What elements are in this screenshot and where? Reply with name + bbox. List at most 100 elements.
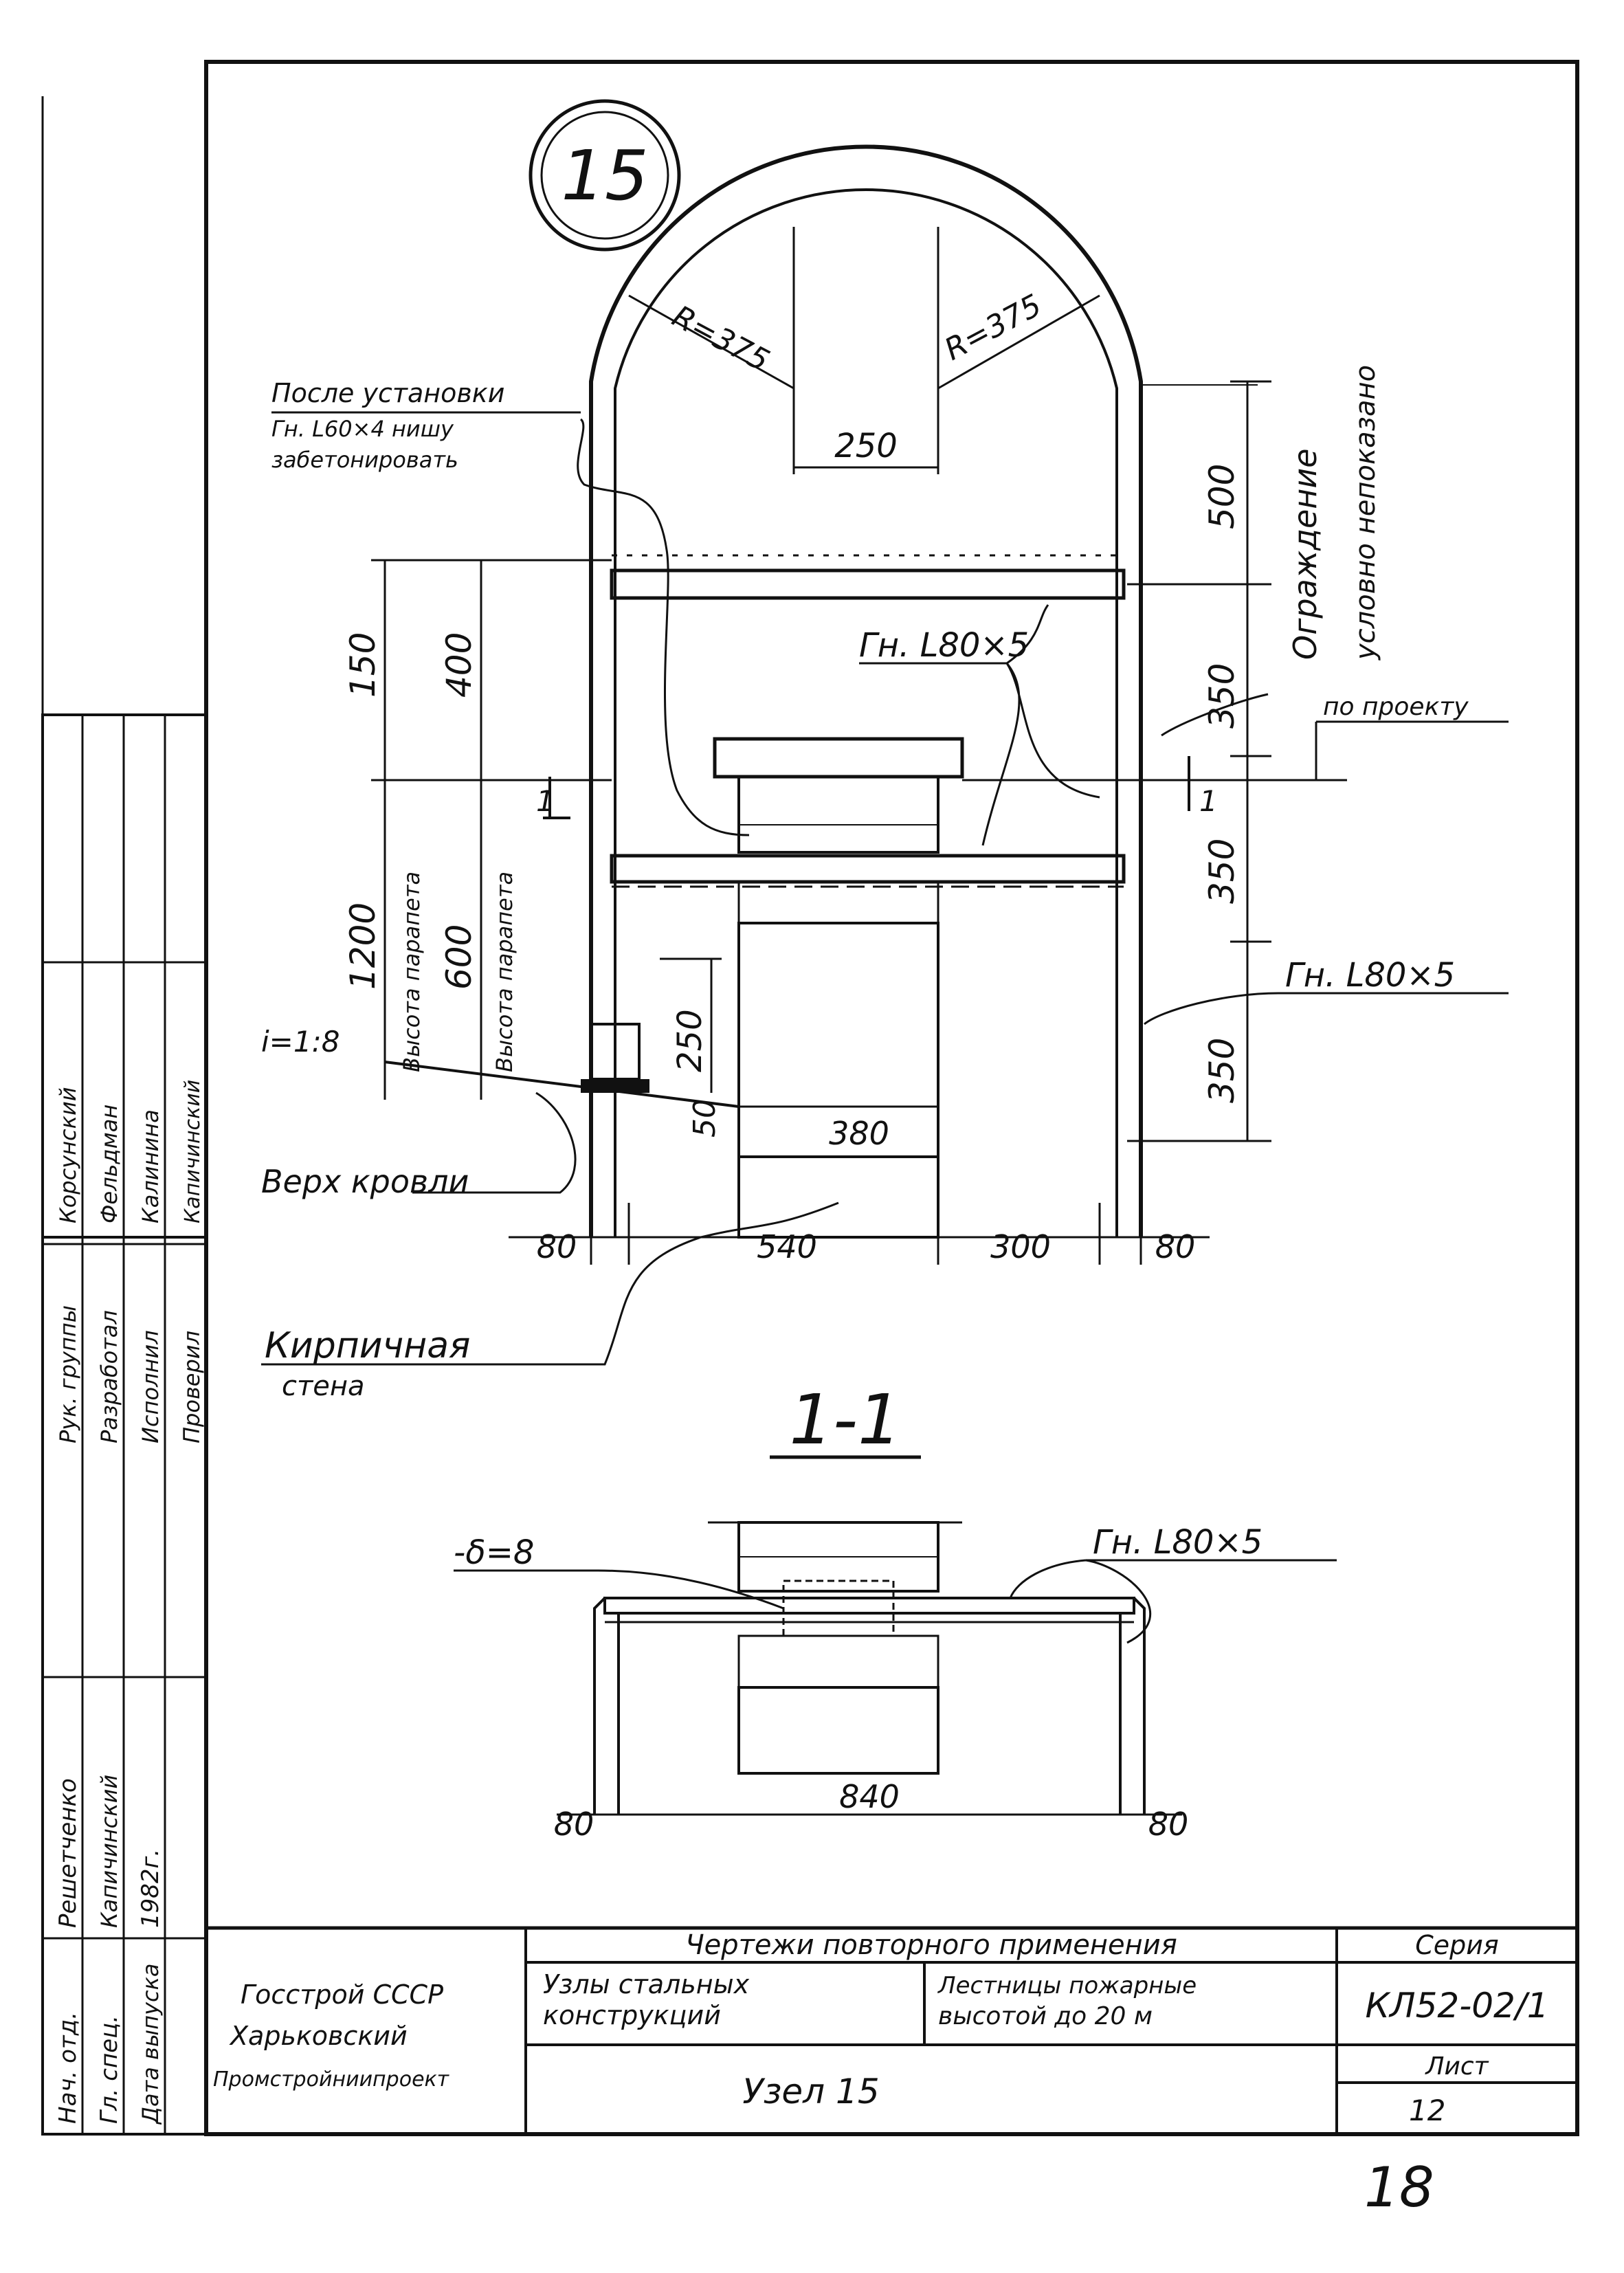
lower-rung — [610, 854, 1126, 884]
section-dim-80-left: 80 — [554, 1806, 594, 1843]
section-dim-840: 840 — [839, 1778, 900, 1815]
section-title: 1-1 — [789, 1379, 901, 1460]
section-wall-top-concrete — [738, 1556, 939, 1592]
angle-right-label: Гн. L80×5 — [1285, 956, 1455, 995]
title-header: Чертежи повторного применения — [685, 1929, 1177, 1961]
ladder-rail-inner — [614, 188, 1118, 1237]
stamp-role-3: Дата выпуска — [137, 1963, 164, 2125]
note-line-3: забетонировать — [271, 447, 458, 473]
fence-label-1: Ограждение — [1287, 448, 1324, 660]
dim-wall-380: 380 — [829, 1115, 889, 1152]
stamp-role-2: Гл. спец. — [96, 2015, 123, 2124]
section-angle-leader — [1009, 1559, 1152, 1644]
parapet-height-2: Высота парапета — [491, 872, 518, 1072]
node-marker-circle-inner — [540, 111, 669, 240]
stamp-name-5: Фельдман — [96, 1105, 122, 1223]
node-title: Узел 15 — [742, 2072, 879, 2111]
stamp-role-7: Проверил — [179, 1331, 205, 1443]
dim-inner-50: 50 — [687, 1099, 722, 1138]
org-line-2: Харьковский — [229, 2021, 408, 2051]
title-block-frame — [204, 1926, 1579, 2136]
section-angle-bar — [603, 1597, 1135, 1615]
org-line-1: Госстрой СССР — [241, 1980, 443, 2010]
subject-line-2: высотой до 20 м — [938, 2002, 1153, 2030]
wall-top-concrete — [738, 824, 939, 853]
wall-top-hatch — [737, 775, 939, 854]
angle-top-leader — [859, 604, 1100, 846]
node-number: 15 — [561, 135, 648, 216]
topic-line-2: конструкций — [543, 2000, 721, 2030]
section-left-leg — [593, 1597, 620, 1815]
wall-mid-concrete — [737, 880, 939, 924]
stamp-name-3: 1982г. — [137, 1849, 164, 1928]
stamp-role-1: Нач. отд. — [54, 2012, 82, 2124]
stamp-name-1: Решетченко — [54, 1778, 82, 1928]
section-dim-80-right: 80 — [1148, 1806, 1189, 1843]
section-right-leg — [1119, 1597, 1146, 1815]
dim-bottom-540: 540 — [757, 1228, 817, 1265]
fence-label-2: условно непоказано — [1350, 365, 1381, 661]
brick-wall-label-2: стена — [282, 1371, 365, 1402]
stamp-name-2: Капичинский — [96, 1775, 122, 1928]
ladder-rail-outer — [589, 144, 1143, 1237]
series-value: КЛ52-02/1 — [1365, 1986, 1548, 2026]
dim-bottom-80-right: 80 — [1155, 1228, 1196, 1265]
dim-inner-250: 250 — [671, 1009, 709, 1072]
title-block — [204, 1926, 1579, 2136]
note-leader — [577, 418, 750, 836]
elevation-view — [261, 144, 1509, 1366]
by-project-label: по проекту — [1323, 693, 1469, 721]
radius-line-right — [937, 294, 1100, 390]
side-stamp — [41, 713, 208, 2136]
brick-wall-label-1: Кирпичная — [265, 1325, 470, 1366]
series-label: Серия — [1415, 1930, 1499, 1960]
plate-leader — [597, 1569, 784, 1610]
dim-right-350-bot: 350 — [1202, 1038, 1242, 1103]
dim-right-350-mid: 350 — [1202, 839, 1242, 904]
subject-line-1: Лестницы пожарные — [937, 1972, 1197, 1999]
stamp-role-4: Рук. группы — [55, 1305, 81, 1443]
sheet-value: 12 — [1409, 2094, 1445, 2127]
roof-line — [384, 1061, 739, 1108]
org-line-3: Промстройниипроект — [213, 2067, 450, 2092]
stamp-role-6: Исполнил — [137, 1330, 164, 1443]
dim-left-150: 150 — [343, 632, 383, 698]
dim-bottom-300: 300 — [990, 1228, 1051, 1265]
dim-radius-left: R=375 — [667, 299, 775, 379]
angle-right-leader — [1144, 992, 1279, 1025]
section-1-1 — [454, 1455, 1337, 1816]
section-angle-label: Гн. L80×5 — [1093, 1523, 1263, 1562]
dim-right-350-top: 350 — [1202, 663, 1242, 729]
slope-label: i=1:8 — [261, 1025, 340, 1058]
angle-top-label: Гн. L80×5 — [859, 626, 1029, 665]
dim-bottom-80-left: 80 — [537, 1228, 577, 1265]
fence-leader — [1161, 693, 1269, 737]
section-mark-right: 1 — [1199, 784, 1218, 818]
stamp-role-5: Разработал — [96, 1310, 122, 1443]
section-plate — [782, 1579, 895, 1637]
wall-leader — [261, 1201, 839, 1366]
radius-line-left — [628, 294, 794, 390]
upper-rung — [610, 568, 1126, 600]
dim-arch-span: 250 — [834, 427, 898, 465]
topic-line-1: Узлы стальных — [543, 1969, 750, 1999]
dim-left-1200: 1200 — [343, 902, 383, 990]
sheet-label: Лист — [1424, 2052, 1489, 2081]
stamp-name-4: Корсунский — [55, 1087, 81, 1223]
note-line-2: Гн. L60×4 нишу — [271, 416, 454, 442]
section-wall-bottom-hatch — [737, 1686, 939, 1775]
section-mark-left: 1 — [536, 784, 555, 818]
page-number: 18 — [1364, 2155, 1434, 2219]
roof-bracket-base — [581, 1079, 649, 1093]
dim-right-500: 500 — [1202, 464, 1242, 529]
roof-top-label: Верх кровли — [261, 1163, 469, 1200]
parapet-height-1: Высота парапета — [399, 872, 425, 1072]
capping-plate — [713, 737, 964, 779]
stamp-name-6: Калинина — [137, 1109, 164, 1223]
dim-left-600: 600 — [439, 924, 479, 990]
dim-left-400: 400 — [439, 632, 479, 698]
roof-leader — [412, 1091, 577, 1194]
plate-label: -δ=8 — [454, 1533, 534, 1572]
note-line-1: После установки — [271, 378, 504, 408]
